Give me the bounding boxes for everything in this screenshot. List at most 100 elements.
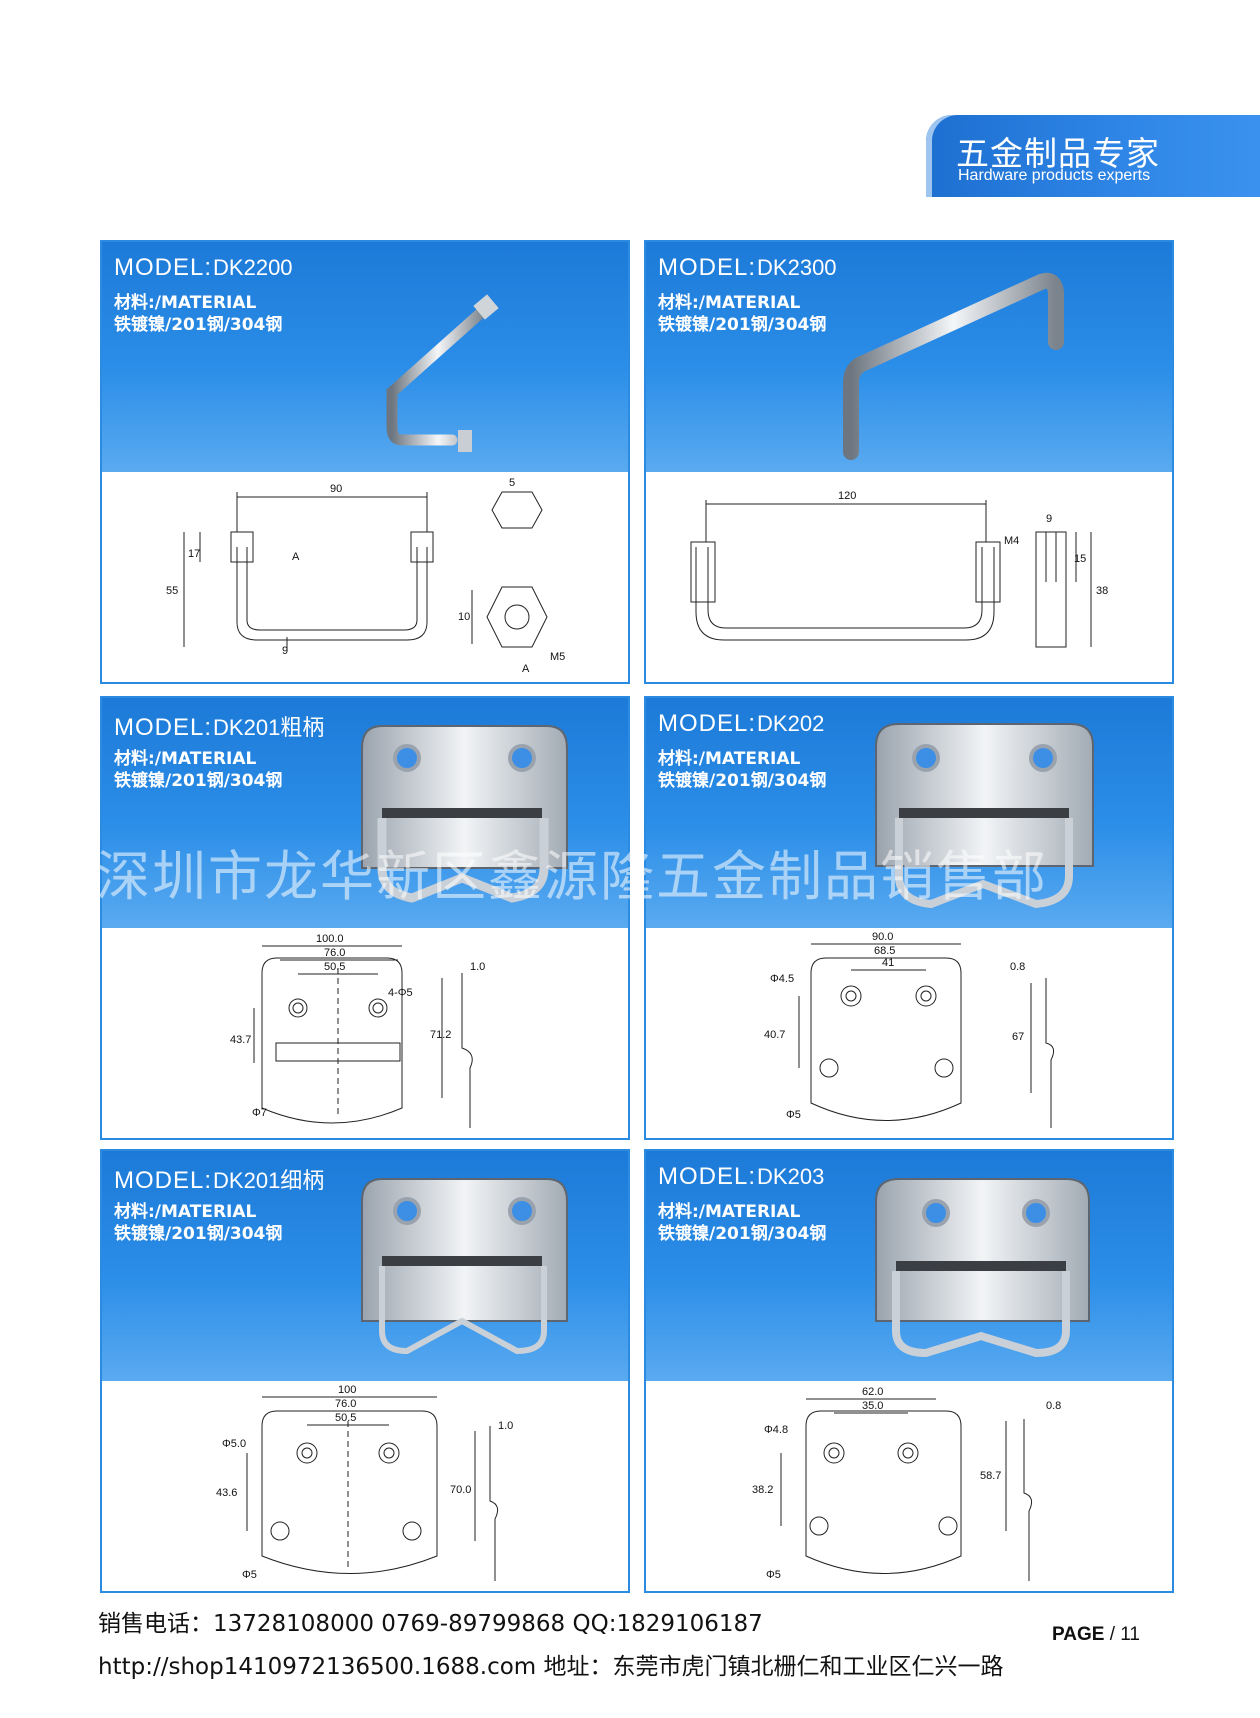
- dim-label: 10: [458, 611, 470, 623]
- handle-photo: [875, 1178, 1090, 1358]
- product-panel-dk202: MODEL:DK202 材料:/MATERIAL 铁镀镍/201钢/304钢: [644, 696, 1174, 1140]
- dim-label: 43.7: [230, 1034, 251, 1046]
- model-title: MODEL:DK2200: [114, 254, 293, 281]
- material-label: 材料:/MATERIAL: [114, 749, 257, 769]
- dim-label: 76.0: [324, 947, 345, 959]
- photo-area: MODEL:DK201细柄 材料:/MATERIAL 铁镀镍/201钢/304钢: [102, 1151, 628, 1381]
- dim-label: 15: [1074, 553, 1086, 565]
- dim-label: 76.0: [335, 1398, 356, 1410]
- dim-label: 100: [338, 1384, 356, 1396]
- technical-drawing: 100.0 76.0 50.5 4-Φ5 1.0 43.7 71.2 Φ7: [230, 933, 485, 1128]
- dim-label: 38: [1096, 585, 1108, 597]
- technical-drawing: 100 76.0 50.5 Φ5.0 1.0 43.6 70.0 Φ5: [216, 1384, 513, 1581]
- brand-title-en: Hardware products experts: [958, 167, 1151, 184]
- dim-label: A: [292, 551, 300, 563]
- model-title: MODEL:DK201细柄: [114, 1167, 325, 1194]
- material-value: 铁镀镍/201钢/304钢: [114, 315, 283, 335]
- dim-label: 90.0: [872, 931, 893, 943]
- material-label: 材料:/MATERIAL: [658, 749, 801, 769]
- model-title: MODEL:DK202: [658, 710, 825, 737]
- dim-label: 68.5: [874, 945, 895, 957]
- model-code: DK201粗柄: [213, 715, 325, 740]
- dim-label: 55: [166, 585, 178, 597]
- technical-drawing: 90.0 68.5 41 Φ4.5 0.8 40.7 67 Φ5: [764, 931, 1055, 1128]
- dim-label: M4: [1004, 535, 1019, 547]
- model-code: DK202: [757, 711, 825, 736]
- drawing-area: 90 5 17 55 A 9 10 M5 A: [102, 472, 628, 682]
- handle-photo: [843, 272, 1064, 460]
- dim-label: 120: [838, 490, 856, 502]
- footer-address: http://shop1410972136500.1688.com 地址：东莞市…: [98, 1654, 1004, 1680]
- brand-title-cn: 五金制品专家: [956, 134, 1160, 173]
- dim-label: 100.0: [316, 933, 344, 945]
- dim-label: 9: [1046, 513, 1052, 525]
- page-number: PAGE / 11: [1052, 1624, 1140, 1645]
- material-label: 材料:/MATERIAL: [114, 293, 257, 313]
- photo-area: MODEL:DK2200 材料:/MATERIAL 铁镀镍/201钢/304钢: [102, 242, 628, 472]
- model-code: DK2200: [213, 255, 293, 280]
- dim-label: Φ4.8: [764, 1424, 788, 1436]
- model-title: MODEL:DK203: [658, 1163, 825, 1190]
- product-panel-dk201-thin: MODEL:DK201细柄 材料:/MATERIAL 铁镀镍/201钢/304钢: [100, 1149, 630, 1593]
- product-panel-dk2300: MODEL:DK2300 材料:/MATERIAL 铁镀镍/201钢/304钢 …: [644, 240, 1174, 684]
- dim-label: 35.0: [862, 1400, 883, 1412]
- drawing-area: 100.0 76.0 50.5 4-Φ5 1.0 43.7 71.2 Φ7: [102, 928, 628, 1138]
- material-value: 铁镀镍/201钢/304钢: [114, 771, 283, 791]
- dim-label: M5: [550, 651, 565, 663]
- dim-label: Φ4.5: [770, 973, 794, 985]
- material-label: 材料:/MATERIAL: [658, 293, 801, 313]
- technical-drawing: 120 9 M4 15 38: [690, 490, 1108, 648]
- dim-label: 40.7: [764, 1029, 785, 1041]
- drawing-area: 120 9 M4 15 38: [646, 472, 1172, 682]
- material-label: 材料:/MATERIAL: [658, 1202, 801, 1222]
- dim-label: A: [522, 663, 530, 675]
- dim-label: 1.0: [498, 1420, 513, 1432]
- model-code: DK2300: [757, 255, 837, 280]
- dim-label: Φ7: [252, 1107, 267, 1119]
- product-panel-dk203: MODEL:DK203 材料:/MATERIAL 铁镀镍/201钢/304钢: [644, 1149, 1174, 1593]
- dim-label: 38.2: [752, 1484, 773, 1496]
- photo-area: MODEL:DK201粗柄 材料:/MATERIAL 铁镀镍/201钢/304钢: [102, 698, 628, 928]
- dim-label: 9: [282, 645, 288, 657]
- photo-area: MODEL:DK202 材料:/MATERIAL 铁镀镍/201钢/304钢: [646, 698, 1172, 928]
- product-panel-dk201-thick: MODEL:DK201粗柄 材料:/MATERIAL 铁镀镍/201钢/304钢: [100, 696, 630, 1140]
- drawing-area: 100 76.0 50.5 Φ5.0 1.0 43.6 70.0 Φ5: [102, 1381, 628, 1591]
- model-code: DK203: [757, 1164, 825, 1189]
- model-title: MODEL:DK2300: [658, 254, 837, 281]
- dim-label: 90: [330, 483, 342, 495]
- dim-label: 62.0: [862, 1386, 883, 1398]
- company-watermark: 深圳市龙华新区鑫源隆五金制品销售部: [96, 845, 1048, 908]
- dim-label: 5: [509, 477, 515, 489]
- dim-label: 58.7: [980, 1470, 1001, 1482]
- footer-phone: 销售电话：13728108000 0769-89799868 QQ:182910…: [98, 1611, 763, 1637]
- material-value: 铁镀镍/201钢/304钢: [114, 1224, 283, 1244]
- dim-label: Φ5.0: [222, 1438, 246, 1450]
- dim-label: 67: [1012, 1031, 1024, 1043]
- dim-label: 1.0: [470, 961, 485, 973]
- dim-label: 0.8: [1010, 961, 1025, 973]
- model-title: MODEL:DK201粗柄: [114, 714, 325, 741]
- photo-area: MODEL:DK2300 材料:/MATERIAL 铁镀镍/201钢/304钢: [646, 242, 1172, 472]
- handle-photo: [361, 725, 568, 903]
- technical-drawing: 90 5 17 55 A 9 10 M5 A: [166, 477, 565, 675]
- drawing-area: 62.0 35.0 Φ4.8 0.8 38.2 58.7 Φ5: [646, 1381, 1172, 1591]
- dim-label: 70.0: [450, 1484, 471, 1496]
- dim-label: 50.5: [324, 961, 345, 973]
- dim-label: Φ5: [786, 1109, 801, 1121]
- dim-label: 50.5: [335, 1412, 356, 1424]
- model-code: DK201细柄: [213, 1168, 325, 1193]
- brand-banner: 五金制品专家 Hardware products experts: [926, 115, 1260, 197]
- drawing-area: 90.0 68.5 41 Φ4.5 0.8 40.7 67 Φ5: [646, 928, 1172, 1138]
- product-panel-dk2200: MODEL:DK2200 材料:/MATERIAL 铁镀镍/201钢/304钢: [100, 240, 630, 684]
- handle-photo: [361, 1178, 568, 1355]
- dim-label: 17: [188, 548, 200, 560]
- dim-label: 4-Φ5: [388, 987, 413, 999]
- dim-label: 43.6: [216, 1487, 237, 1499]
- material-label: 材料:/MATERIAL: [114, 1202, 257, 1222]
- dim-label: 71.2: [430, 1029, 451, 1041]
- handle-photo: [875, 723, 1094, 909]
- dim-label: Φ5: [242, 1569, 257, 1581]
- technical-drawing: 62.0 35.0 Φ4.8 0.8 38.2 58.7 Φ5: [752, 1386, 1061, 1581]
- dim-label: 0.8: [1046, 1400, 1061, 1412]
- material-value: 铁镀镍/201钢/304钢: [658, 771, 827, 791]
